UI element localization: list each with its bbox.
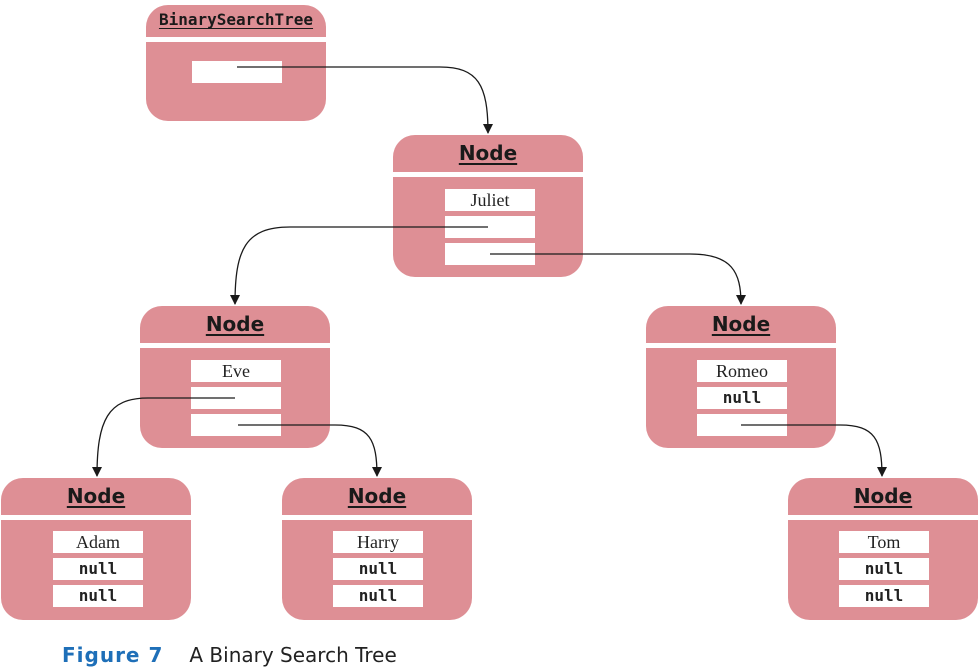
title-separator: [140, 343, 330, 348]
node-adam-title: Node: [66, 484, 126, 508]
title-separator: [282, 515, 472, 520]
node-harry-data: Harry: [333, 531, 423, 553]
title-separator: [646, 343, 836, 348]
title-separator: [146, 37, 326, 42]
node-adam: Node Adam null null: [1, 478, 191, 620]
node-adam-data: Adam: [53, 531, 143, 553]
node-harry: Node Harry null null: [282, 478, 472, 620]
node-juliet: Node Juliet: [393, 135, 583, 277]
figure-caption: Figure 7 A Binary Search Tree: [62, 643, 397, 667]
node-romeo-right: [697, 414, 787, 436]
title-separator: [393, 172, 583, 177]
node-romeo-left: null: [697, 387, 787, 409]
node-eve-left: [191, 387, 281, 409]
node-romeo: Node Romeo null: [646, 306, 836, 448]
node-harry-right: null: [333, 585, 423, 607]
figure-caption-text: A Binary Search Tree: [189, 643, 397, 667]
node-juliet-right: [445, 243, 535, 265]
node-tom-data: Tom: [839, 531, 929, 553]
node-romeo-data: Romeo: [697, 360, 787, 382]
node-tom-title: Node: [853, 484, 913, 508]
node-tom-right: null: [839, 585, 929, 607]
binarysearchtree-object: BinarySearchTree: [146, 5, 326, 121]
binarysearchtree-title: BinarySearchTree: [158, 10, 314, 29]
node-harry-left: null: [333, 558, 423, 580]
node-adam-right: null: [53, 585, 143, 607]
node-juliet-left: [445, 216, 535, 238]
node-eve-title: Node: [205, 312, 265, 336]
node-juliet-title: Node: [458, 141, 518, 165]
node-eve: Node Eve: [140, 306, 330, 448]
node-romeo-title: Node: [711, 312, 771, 336]
node-tom: Node Tom null null: [788, 478, 978, 620]
node-harry-title: Node: [347, 484, 407, 508]
figure-number: Figure 7: [62, 643, 164, 667]
title-separator: [1, 515, 191, 520]
root-field: [192, 61, 282, 83]
title-separator: [788, 515, 978, 520]
node-tom-left: null: [839, 558, 929, 580]
node-juliet-data: Juliet: [445, 189, 535, 211]
node-eve-right: [191, 414, 281, 436]
node-eve-data: Eve: [191, 360, 281, 382]
node-adam-left: null: [53, 558, 143, 580]
